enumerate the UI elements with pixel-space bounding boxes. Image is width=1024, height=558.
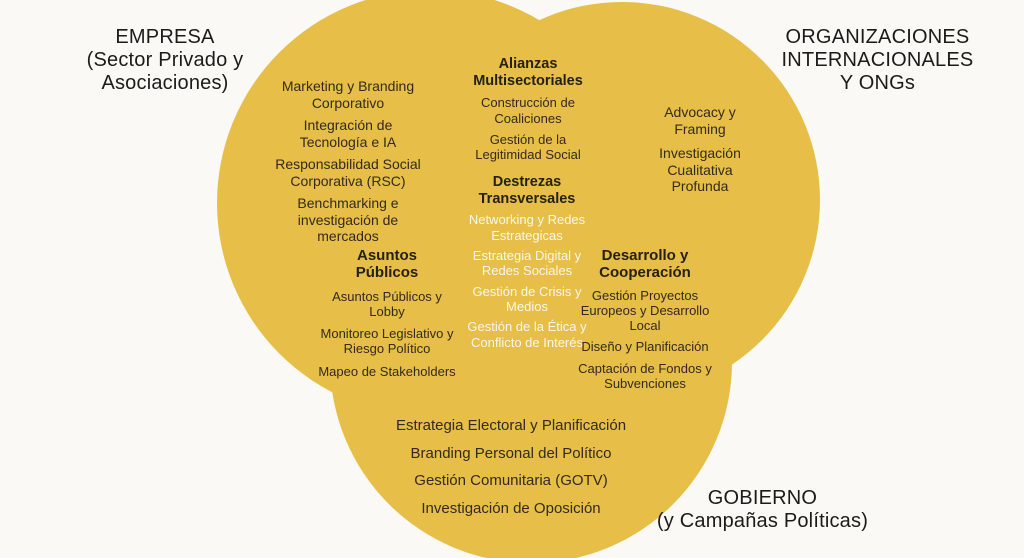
venn-item: Construcción de Coaliciones xyxy=(481,95,575,126)
set-label-orgs: ORGANIZACIONES INTERNACIONALES Y ONGs xyxy=(781,26,974,94)
region-empresa-items: Marketing y Branding Corporativo Integra… xyxy=(260,78,436,245)
venn-item: Diseño y Planificación xyxy=(581,339,709,355)
venn-item: Gestión Proyectos Europeos y Desarrollo … xyxy=(580,287,710,334)
region-header-desarrollo: Desarrollo y Cooperación xyxy=(599,247,691,282)
venn-item: Marketing y Branding Corporativo xyxy=(281,78,415,111)
region-destrezas-transversales: Destrezas Transversales Networking y Red… xyxy=(442,174,612,350)
venn-item: Branding Personal del Político xyxy=(410,444,612,462)
venn-item: Gestión de la Legitimidad Social xyxy=(475,132,581,163)
region-gobierno-items: Estrategia Electoral y Planificación Bra… xyxy=(351,417,671,518)
venn-item: Integración de Tecnología e IA xyxy=(299,117,397,150)
venn-item: Advocacy y Framing xyxy=(664,104,736,137)
venn-item: Networking y Redes Estrategicas xyxy=(468,212,586,243)
region-header-alianzas: Alianzas Multisectoriales xyxy=(473,56,583,89)
region-header-asuntos: Asuntos Públicos xyxy=(355,247,419,282)
region-orgs-items: Advocacy y Framing Investigación Cualita… xyxy=(635,104,765,195)
venn-item: Investigación de Oposición xyxy=(421,500,601,518)
venn-item: Gestión de Crisis y Medios xyxy=(472,283,582,314)
region-header-destrezas: Destrezas Transversales xyxy=(478,174,576,207)
venn-item: Gestión Comunitaria (GOTV) xyxy=(414,472,608,490)
venn-item: Asuntos Públicos y Lobby xyxy=(332,288,442,319)
venn-item: Responsabilidad Social Corporativa (RSC) xyxy=(275,156,421,189)
venn-item: Estrategia Electoral y Planificación xyxy=(395,417,627,434)
venn-item: Benchmarking e investigación de mercados xyxy=(297,195,399,245)
venn-item: Monitoreo Legislativo y Riesgo Político xyxy=(320,326,454,357)
region-alianzas-multisectoriales: Alianzas Multisectoriales Construcción d… xyxy=(443,56,613,163)
venn-item: Gestión de la Ética y Conflicto de Inter… xyxy=(467,319,587,350)
venn-item: Captación de Fondos y Subvenciones xyxy=(578,360,712,392)
set-label-gobierno: GOBIERNO (y Campañas Políticas) xyxy=(656,487,869,532)
region-asuntos-publicos: Asuntos Públicos Asuntos Públicos y Lobb… xyxy=(297,247,477,379)
venn-item: Mapeo de Stakeholders xyxy=(318,363,456,379)
set-label-empresa: EMPRESA (Sector Privado y Asociaciones) xyxy=(86,26,244,94)
venn-item: Investigación Cualitativa Profunda xyxy=(659,145,741,195)
venn-item: Estrategia Digital y Redes Sociales xyxy=(472,248,582,279)
region-desarrollo-cooperacion: Desarrollo y Cooperación Gestión Proyect… xyxy=(555,247,735,391)
